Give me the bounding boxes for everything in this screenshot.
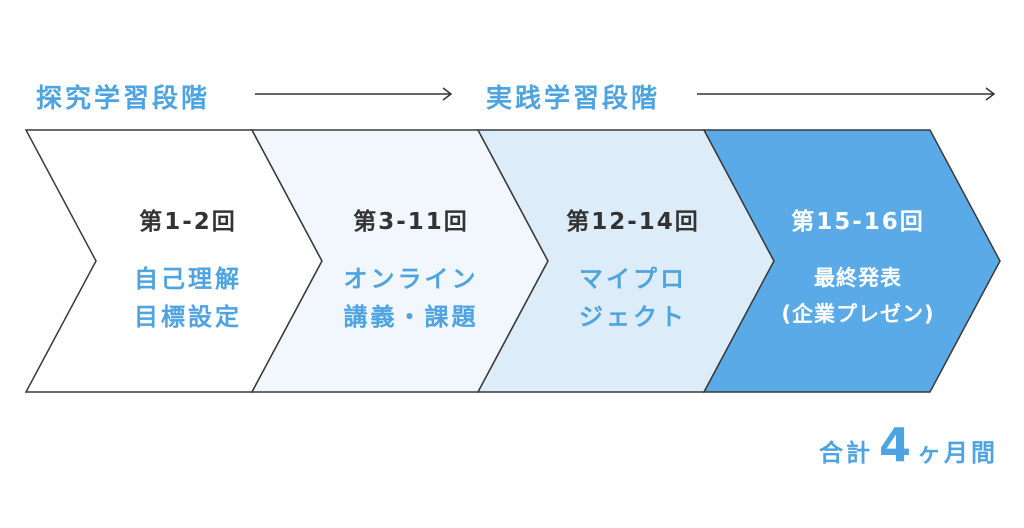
step-title: マイプロ ジェクト [538, 260, 728, 336]
step-title-line: オンライン [343, 265, 479, 293]
step-title-line: 自己理解 [134, 265, 242, 293]
chevron-step-4 [702, 129, 1001, 393]
total-number: 4 [878, 418, 911, 472]
step-title-line: 講義・課題 [343, 303, 479, 331]
step-title: 自己理解 目標設定 [93, 260, 283, 336]
step-1: 第1-2回 自己理解 目標設定 [93, 130, 283, 392]
step-title-line: ジェクト [579, 303, 687, 331]
phase-arrow-2 [697, 87, 996, 101]
step-session-label: 第1-2回 [139, 209, 237, 235]
step-session-label: 第3-11回 [353, 209, 469, 235]
step-2: 第3-11回 オンライン 講義・課題 [316, 130, 506, 392]
step-4: 第15-16回 最終発表 (企業プレゼン) [763, 130, 953, 392]
step-title-line: マイプロ [579, 265, 687, 293]
step-session-label: 第15-16回 [791, 209, 925, 235]
phase-label-practice: 実践学習段階 [486, 84, 661, 114]
step-3: 第12-14回 マイプロ ジェクト [538, 130, 728, 392]
step-title: 最終発表 (企業プレゼン) [763, 260, 953, 332]
phase-label-exploration: 探究学習段階 [36, 84, 211, 114]
phase-arrow-1 [255, 87, 453, 101]
step-title-line: 目標設定 [134, 303, 242, 331]
step-title-line: 最終発表 [814, 266, 902, 290]
step-session-label: 第12-14回 [566, 209, 700, 235]
total-suffix: ヶ月間 [917, 439, 998, 467]
total-prefix: 合計 [818, 439, 873, 467]
step-title-line: (企業プレゼン) [781, 302, 935, 326]
step-title: オンライン 講義・課題 [316, 260, 506, 336]
